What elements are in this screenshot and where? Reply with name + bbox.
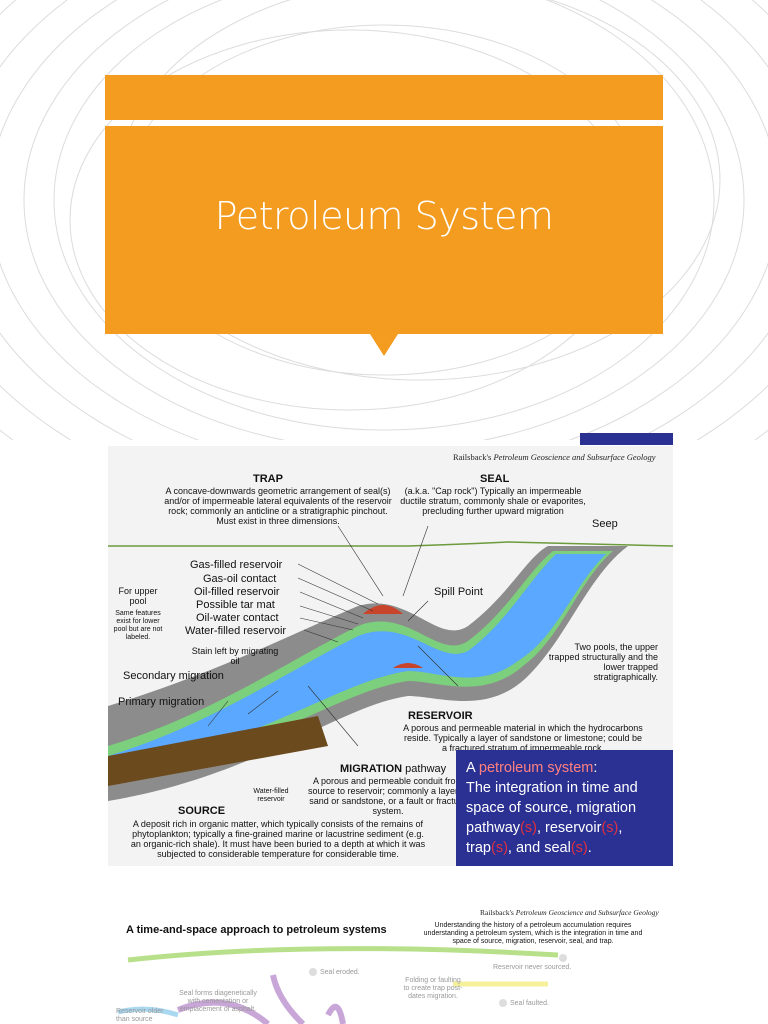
time-space-diagram: Railsback's Petroleum Geoscience and Sub… bbox=[108, 900, 673, 1024]
legend-oil-filled: Oil-filled reservoir bbox=[194, 586, 280, 598]
navy-tab bbox=[580, 433, 673, 445]
title-pointer bbox=[370, 334, 398, 356]
migration-heading: MIGRATION pathway bbox=[340, 763, 447, 775]
seep-label: Seep bbox=[592, 518, 618, 530]
ground-line bbox=[108, 541, 673, 547]
seal-forms-label: Seal forms diagenetically with cementati… bbox=[179, 990, 257, 1013]
seal-eroded-label: Seal eroded. bbox=[320, 969, 360, 976]
cross-section-svg bbox=[108, 525, 673, 801]
source-description: A deposit rich in organic matter, which … bbox=[130, 819, 426, 859]
stain-label: Stain left by migrating oil bbox=[191, 646, 279, 666]
trap-heading: TRAP bbox=[253, 473, 283, 485]
trap-description: A concave-downwards geometric arrangemen… bbox=[164, 486, 392, 526]
slide-title: Petroleum System bbox=[214, 194, 554, 238]
seal-description: (a.k.a. "Cap rock") Typically an imperme… bbox=[400, 486, 586, 516]
never-sourced-dot bbox=[559, 954, 567, 962]
legend-tar-mat: Possible tar mat bbox=[196, 599, 275, 611]
gas-pool-lower bbox=[393, 663, 423, 668]
title-box: Petroleum System bbox=[105, 126, 663, 334]
source-rock bbox=[108, 716, 328, 786]
folding-label: Folding or faulting to create trap post-… bbox=[403, 977, 463, 1000]
migration-description: A porous and permeable conduit from sour… bbox=[307, 776, 469, 816]
green-timeline bbox=[127, 946, 559, 963]
purple-path-1 bbox=[270, 974, 306, 1024]
two-pools-note: Two pools, the upper trapped structurall… bbox=[548, 642, 658, 682]
secondary-migration-label: Secondary migration bbox=[123, 670, 224, 682]
seal-faulted-dot bbox=[499, 999, 507, 1007]
for-upper-pool-label: For upper pool bbox=[118, 586, 158, 606]
diagram1-credit: Railsback's Petroleum Geoscience and Sub… bbox=[453, 452, 656, 462]
legend-gas-filled: Gas-filled reservoir bbox=[190, 559, 283, 571]
legend-gas-oil: Gas-oil contact bbox=[203, 573, 277, 585]
diagram2-intro: Understanding the history of a petroleum… bbox=[423, 922, 643, 945]
blue-path bbox=[117, 1006, 179, 1018]
seal-heading: SEAL bbox=[480, 473, 510, 485]
diagram2-title: A time-and-space approach to petroleum s… bbox=[126, 924, 387, 936]
primary-migration-label: Primary migration bbox=[118, 696, 205, 708]
seal-faulted-label: Seal faulted. bbox=[510, 1000, 549, 1007]
reservoir-older-label: Reservoir older than source bbox=[116, 1008, 164, 1023]
petroleum-system-diagram: Railsback's Petroleum Geoscience and Sub… bbox=[108, 446, 673, 866]
definition-box: A petroleum system: The integration in t… bbox=[456, 750, 673, 866]
diagram2-credit: Railsback's Petroleum Geoscience and Sub… bbox=[480, 908, 659, 917]
purple-path-2 bbox=[176, 999, 270, 1024]
seal-eroded-dot bbox=[309, 968, 317, 976]
reservoir-heading: RESERVOIR bbox=[408, 710, 473, 722]
title-accent-bar bbox=[105, 75, 663, 120]
gas-pool-upper bbox=[363, 605, 403, 614]
spill-point-label: Spill Point bbox=[434, 586, 483, 598]
source-heading: SOURCE bbox=[178, 805, 226, 817]
same-features-note: Same features exist for lower pool but a… bbox=[113, 610, 163, 641]
water-filled-reservoir-label: Water-filled reservoir bbox=[253, 788, 289, 803]
water-reservoir-layer bbox=[108, 554, 606, 771]
time-space-svg bbox=[117, 946, 567, 1024]
reservoir-description: A porous and permeable material in which… bbox=[403, 723, 643, 753]
legend-oil-water: Oil-water contact bbox=[196, 612, 279, 624]
legend-water-filled: Water-filled reservoir bbox=[185, 625, 287, 637]
purple-path-3 bbox=[325, 1003, 346, 1024]
reservoir-never-sourced-label: Reservoir never sourced. bbox=[493, 964, 572, 971]
